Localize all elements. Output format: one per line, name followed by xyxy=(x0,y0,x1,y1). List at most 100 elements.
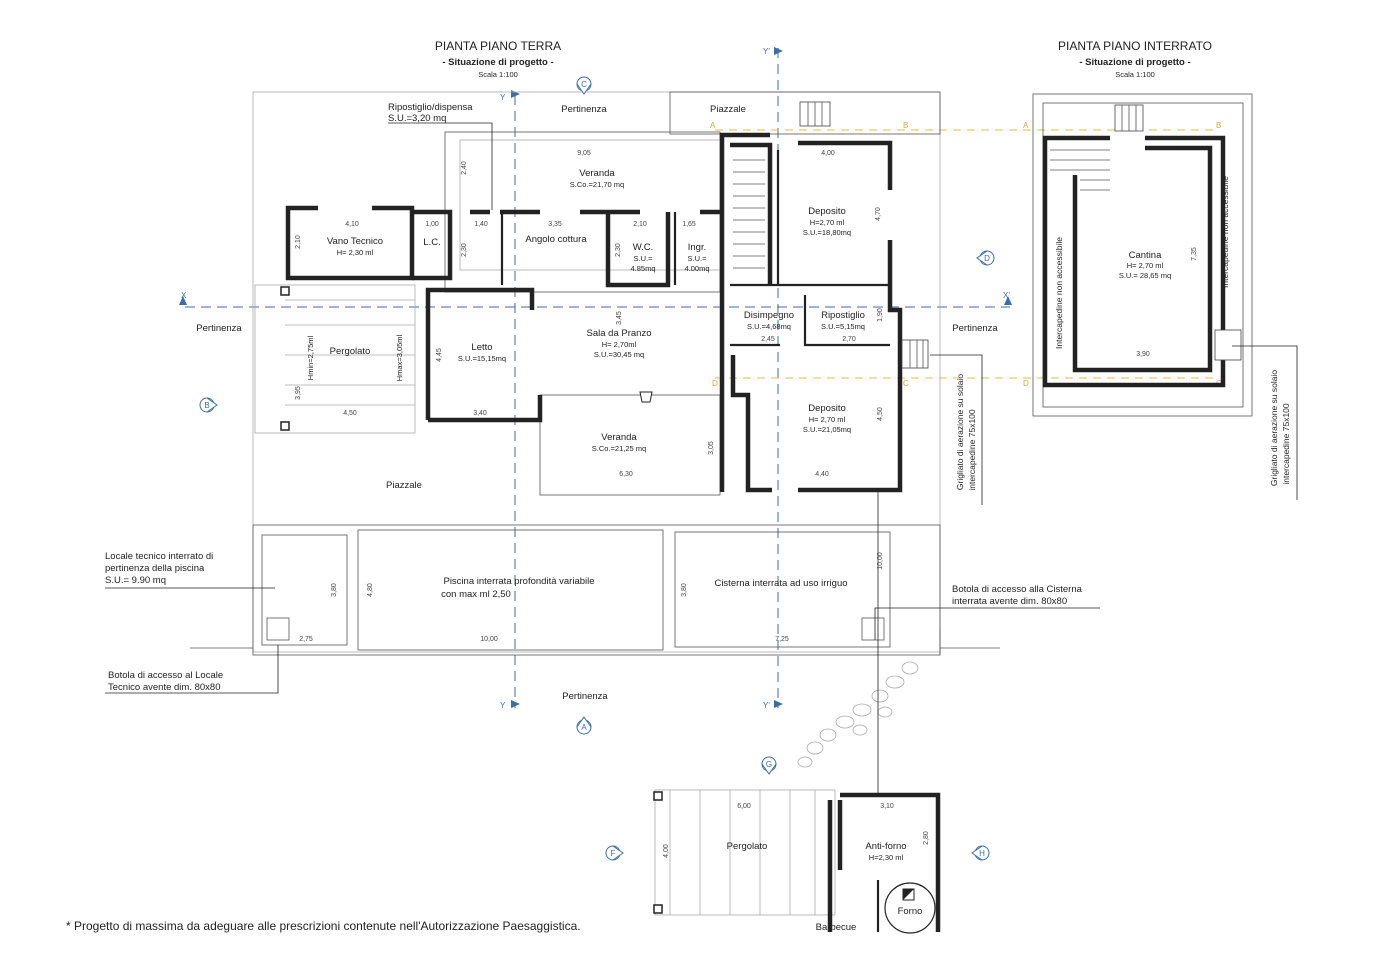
pergolato-name: Pergolato xyxy=(330,346,371,357)
axis-y-label: Y xyxy=(500,93,506,102)
antiforno-name: Anti-forno xyxy=(865,841,906,852)
sala-da-pranzo-name: Sala da Pranzo xyxy=(587,328,652,339)
stepping-stones xyxy=(797,661,919,768)
forno-name: Forno xyxy=(898,906,923,917)
veranda-top-area: S.Co.=21,70 mq xyxy=(570,180,624,189)
dim-label: 7,35 xyxy=(1191,247,1198,261)
dim-label: 2,10 xyxy=(633,221,647,228)
locale-tecnico-note-2: pertinenza della piscina xyxy=(105,563,205,574)
ref-point-c: C xyxy=(903,379,909,388)
footnote: * Progetto di massima da adeguare alle p… xyxy=(66,919,581,933)
section-marker-g: G xyxy=(761,756,777,775)
ref-point-a-basement: A xyxy=(1023,121,1029,130)
dim-label: 3,10 xyxy=(880,803,894,810)
wall-vano-tecnico xyxy=(285,205,415,281)
chimney-icon xyxy=(639,391,653,403)
section-axes: X X' Y Y' Y Y' xyxy=(179,47,1012,710)
grate-icon xyxy=(1214,329,1242,361)
room-labels: Ripostiglio/dispensa S.U.=3,20 mq Verand… xyxy=(306,102,1230,933)
ground-floor-title-block: PIANTA PIANO TERRA - Situazione di proge… xyxy=(435,39,561,79)
ripostiglio-name: Ripostiglio xyxy=(821,310,865,321)
wall-letto-bottom xyxy=(428,395,543,423)
dim-label: 9,05 xyxy=(577,150,591,157)
dim-label: 1,90 xyxy=(877,308,884,322)
wc-area: 4.85mq xyxy=(630,264,655,273)
dim-label: 2,75 xyxy=(299,636,313,643)
dim-label: 4,00 xyxy=(821,150,835,157)
dim-label: 4,00 xyxy=(663,844,670,858)
veranda-bottom-name: Veranda xyxy=(601,432,637,443)
locale-tecnico-note-3: S.U.= 9.90 mq xyxy=(105,575,166,586)
piazzale-top-outline xyxy=(669,91,941,135)
ref-point-b: B xyxy=(903,121,908,130)
basement-stair-treads xyxy=(1050,149,1110,191)
botola-locale-box xyxy=(266,617,290,641)
section-a-label: A xyxy=(581,723,587,732)
axis-arrow-icon xyxy=(179,296,187,305)
dim-label: 2,70 xyxy=(842,336,856,343)
pergola-hmax: Hmax=3,05ml xyxy=(395,334,404,381)
piazzale-label: Piazzale xyxy=(386,480,422,491)
wc-name: W.C. xyxy=(633,242,654,253)
wall-deposito-east xyxy=(798,240,903,493)
ground-floor-title: PIANTA PIANO TERRA xyxy=(435,39,561,53)
pergola-hmin: Hmin=2,75ml xyxy=(306,335,315,380)
section-marker-c: C xyxy=(576,76,592,95)
intercapedine-right: Intercapedine non accessibile xyxy=(1220,176,1230,288)
ground-floor-scale: Scala 1:100 xyxy=(478,70,518,79)
pergolato-bbq-outline xyxy=(654,789,836,916)
pool-area-outline xyxy=(252,524,941,656)
area-labels: Pertinenza Piazzale Pertinenza Pertinenz… xyxy=(196,104,998,702)
cisterna-box xyxy=(674,531,891,648)
pergolato-bbq-name: Pergolato xyxy=(727,841,768,852)
pergolato-outline xyxy=(254,284,416,434)
piscina-line2: con max ml 2,50 xyxy=(441,589,511,600)
deposito-top-height: H=2,70 ml xyxy=(810,218,845,227)
dim-label: 7,25 xyxy=(775,636,789,643)
dim-label: 4,10 xyxy=(345,221,359,228)
locale-tecnico-note-1: Locale tecnico interrato di xyxy=(105,551,213,562)
basement-title: PIANTA PIANO INTERRATO xyxy=(1058,39,1212,53)
callout-lines xyxy=(105,122,1298,795)
botola-cisterna-note-2: interrata avente dim. 80x80 xyxy=(952,596,1067,607)
deposito-bottom-height: H= 2,70 ml xyxy=(809,415,846,424)
dim-label: 3,80 xyxy=(331,583,338,597)
botola-locale-note-2: Tecnico avente dim. 80x80 xyxy=(108,682,220,693)
dim-label: 3,80 xyxy=(681,583,688,597)
section-b-label: B xyxy=(204,401,209,410)
veranda-top-name: Veranda xyxy=(579,168,615,179)
section-c-label: C xyxy=(581,80,587,89)
wall-antiforno xyxy=(840,792,941,932)
ingr-area: 4.00mq xyxy=(684,264,709,273)
botola-cisterna-box xyxy=(861,617,885,641)
section-marker-a: A xyxy=(576,716,592,735)
basement-outer xyxy=(1032,93,1253,417)
notes: Locale tecnico interrato di pertinenza d… xyxy=(105,370,1291,693)
botola-cisterna-note-1: Botola di accesso alla Cisterna xyxy=(952,584,1083,595)
dim-label: 6,30 xyxy=(619,471,633,478)
dim-label: 2,45 xyxy=(761,336,775,343)
dim-label: 1,65 xyxy=(682,221,696,228)
deposito-top-name: Deposito xyxy=(808,206,846,217)
dim-label: 3,45 xyxy=(616,311,623,325)
axis-x2-label: X' xyxy=(1003,291,1010,300)
botola-locale-note-1: Botola di accesso al Locale xyxy=(108,670,223,681)
axis-arrow-icon xyxy=(1004,296,1012,305)
cantina-area: S.U.= 28,65 mq xyxy=(1119,271,1171,280)
dim-label: 3,90 xyxy=(1136,351,1150,358)
section-f-label: F xyxy=(611,849,616,858)
dim-label: 3,05 xyxy=(708,441,715,455)
disimpegno-area: S.U.=4,68mq xyxy=(747,322,791,331)
dim-label: 4,50 xyxy=(877,407,884,421)
axis-y-bottom-label: Y xyxy=(500,701,506,710)
locale-tecnico-box xyxy=(261,534,348,646)
cantina-wall-outer xyxy=(1042,135,1226,388)
pergola-post xyxy=(280,286,290,296)
dim-label: 10,00 xyxy=(480,636,498,643)
basement-scale: Scala 1:100 xyxy=(1115,70,1155,79)
vano-tecnico-height: H= 2,30 ml xyxy=(337,248,374,257)
ref-point-b-basement: B xyxy=(1216,121,1221,130)
antiforno-height: H=2,30 ml xyxy=(869,853,904,862)
axis-arrow-icon xyxy=(511,700,520,708)
